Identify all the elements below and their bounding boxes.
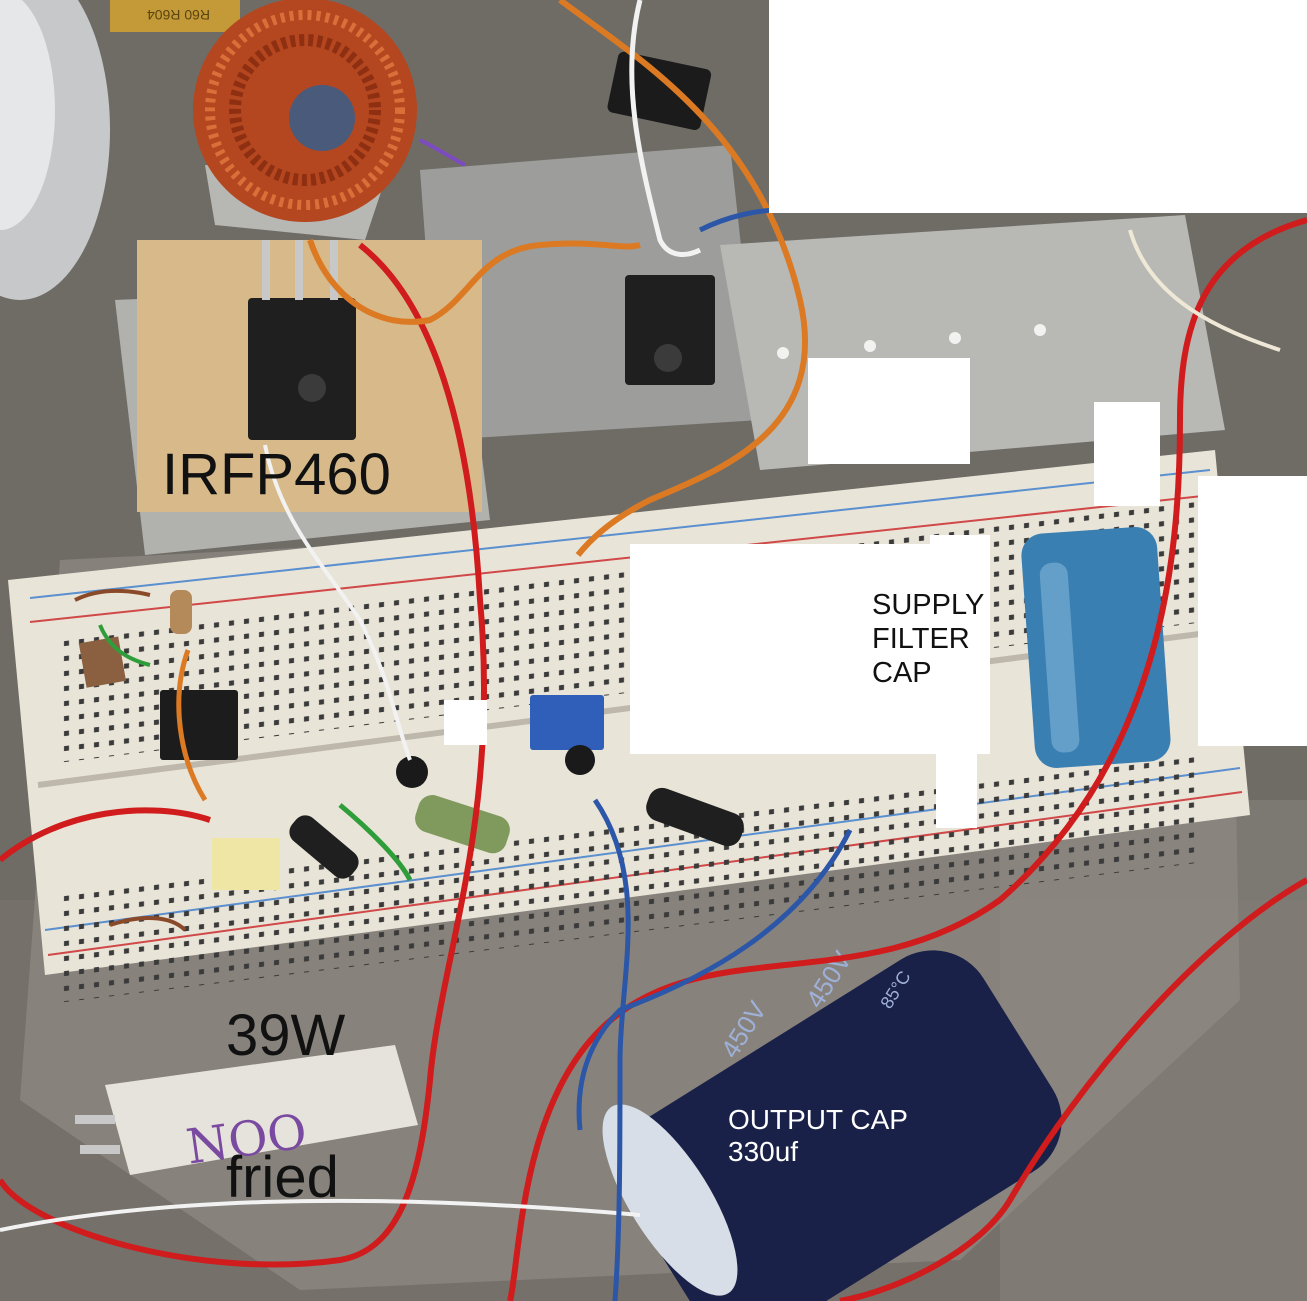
brown-wire	[74, 588, 151, 602]
brown-wire	[109, 916, 187, 932]
ceramic-power-resistor	[105, 1045, 418, 1175]
white-patch-top-right	[769, 0, 1307, 213]
breadboard-rail-line	[29, 469, 1211, 599]
heatsink-hole	[949, 332, 961, 344]
orange-wire	[176, 649, 208, 802]
supply-filter-cap-annotation-label: SUPPLY FILTER CAP	[872, 589, 985, 690]
mosfet-lead	[262, 240, 270, 300]
transistor	[396, 756, 428, 788]
blue-wire	[592, 798, 631, 1301]
white-wire	[0, 1198, 641, 1232]
toroid-core-hole	[289, 85, 355, 151]
white-wire	[263, 444, 412, 761]
resistor-status-annotation-label: fried	[226, 1145, 339, 1210]
resistor-lead	[80, 1145, 120, 1154]
white-patch-label-box	[630, 544, 990, 754]
top-pcb	[110, 0, 240, 32]
white-patch-label-box-top	[930, 535, 990, 555]
orange-wire	[307, 239, 641, 325]
orange-wire	[558, 0, 809, 557]
ic-chip	[160, 690, 238, 760]
green-wire	[98, 624, 151, 667]
diode-package	[625, 275, 715, 385]
white-patch-under-label	[936, 750, 977, 828]
white-patch-small-upper	[808, 358, 970, 464]
diode-screw	[654, 344, 682, 372]
red-wire	[0, 807, 211, 863]
metal-disc-inner	[0, 0, 55, 230]
output-cap-annotation-label: OUTPUT CAP 330uf	[728, 1104, 908, 1168]
irfp460-mosfet	[248, 298, 356, 440]
top-pcb-marking: R60 R604	[147, 7, 210, 23]
white-patch-right-edge	[1198, 476, 1307, 746]
mosfet-lead	[330, 240, 338, 300]
green-power-resistor	[415, 795, 510, 854]
output-cap-top	[602, 1104, 738, 1296]
supply-filter-capacitor	[1021, 527, 1171, 768]
red-wire	[839, 877, 1307, 1301]
heatsink-hole	[864, 340, 876, 352]
ceramic-capacitor	[78, 636, 127, 688]
trimmer-pot	[530, 695, 604, 750]
red-wire	[507, 217, 1307, 1301]
toroid-winding	[229, 34, 381, 186]
transistor	[565, 745, 595, 775]
resistor-lead	[75, 1115, 115, 1124]
mosfet-lead	[295, 240, 303, 300]
film-capacitor	[212, 838, 280, 890]
black-resistor	[646, 787, 744, 847]
blue-wire	[576, 828, 853, 1131]
white-patch-breadboard	[444, 700, 487, 745]
toroid-winding	[205, 10, 405, 210]
white-wire	[629, 0, 702, 257]
white-wire	[1128, 229, 1281, 352]
purple-wire	[419, 138, 466, 167]
mosfet-screw	[298, 374, 326, 402]
green-wire	[338, 803, 413, 882]
resistor-wattage-annotation-label: 39W	[226, 1003, 346, 1068]
white-patch-near-cap	[1094, 402, 1160, 506]
heatsink-hole	[1034, 324, 1046, 336]
black-resistor	[289, 815, 359, 879]
small-resistor	[170, 590, 192, 634]
mosfet-annotation-label: IRFP460	[162, 442, 391, 507]
heatsink-hole	[777, 347, 789, 359]
supply-cap-sleeve-shine	[1039, 562, 1080, 753]
red-wire	[0, 242, 488, 1268]
